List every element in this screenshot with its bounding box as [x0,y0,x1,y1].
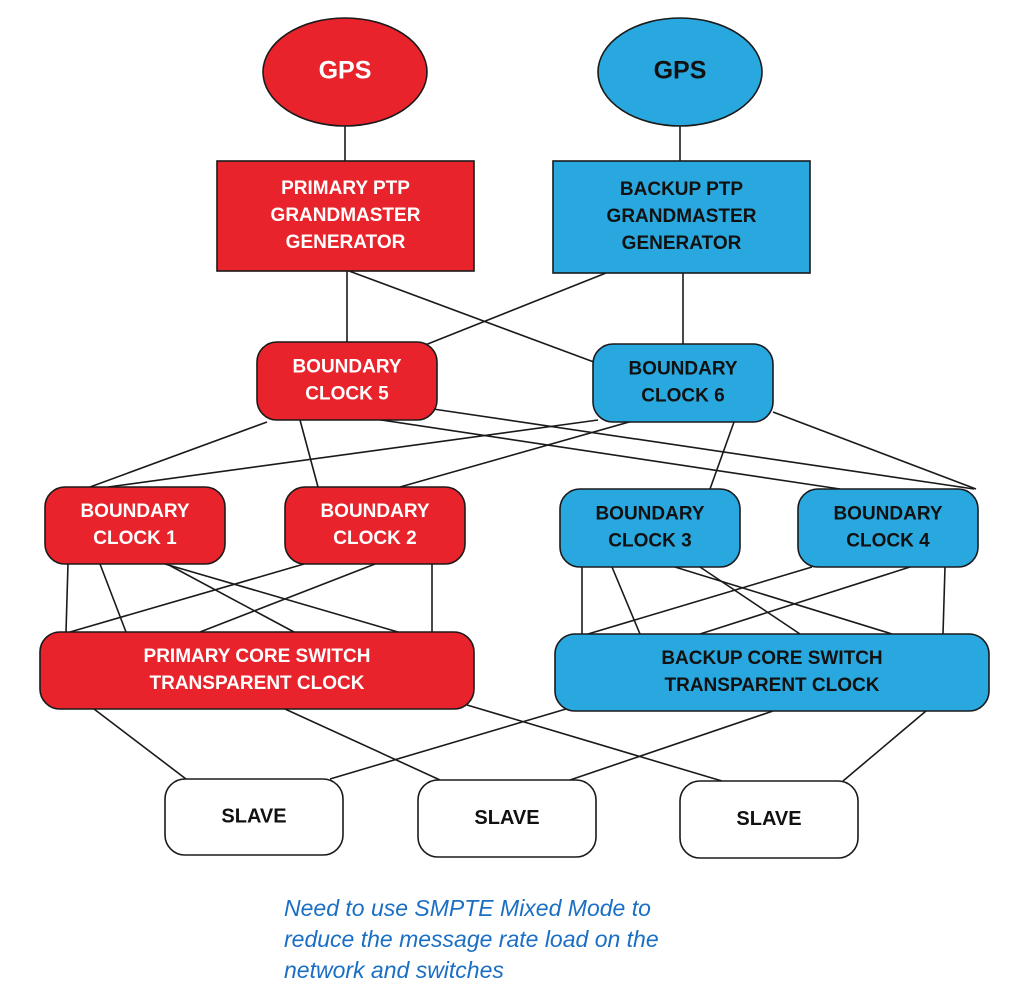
boundary-clock-2: BOUNDARY CLOCK 2 [284,486,466,565]
connection-line [299,419,319,488]
primary-ptp-grandmaster: PRIMARY PTP GRANDMASTER GENERATOR [216,160,475,272]
connection-line [89,421,268,488]
backup-core-switch: BACKUP CORE SWITCH TRANSPARENT CLOCK [554,633,990,712]
connection-line [674,566,893,635]
boundary-clock-4: BOUNDARY CLOCK 4 [797,488,979,568]
connection-line [348,270,611,369]
slave-1: SLAVE [164,778,344,856]
primary-ptp-grandmaster-label: GENERATOR [286,232,406,253]
connection-line [69,563,305,633]
boundary-clock-6-shape [592,343,774,423]
connection-line [164,563,399,633]
boundary-clock-3: BOUNDARY CLOCK 3 [559,488,741,568]
connection-line [942,566,946,635]
connections [65,126,977,782]
boundary-clock-1: BOUNDARY CLOCK 1 [44,486,226,565]
boundary-clock-2-label: BOUNDARY [320,501,429,522]
primary-core-switch-label: PRIMARY CORE SWITCH [144,646,371,667]
connection-line [772,411,977,490]
connection-line [399,272,607,356]
connection-line [329,708,567,780]
connection-line [65,563,69,633]
connection-line [569,710,774,781]
gps-backup: GPS [597,17,763,127]
connection-line [367,417,841,490]
connection-line [284,708,441,781]
boundary-clock-2-label: CLOCK 2 [333,528,416,549]
caption-line-3: network and switches [284,957,504,983]
backup-ptp-grandmaster-shape [552,160,811,274]
boundary-clock-1-label: CLOCK 1 [93,528,177,549]
boundary-clock-5-label: CLOCK 5 [305,384,389,405]
boundary-clock-6-label: CLOCK 6 [641,386,724,407]
backup-ptp-grandmaster-label: BACKUP PTP [620,179,743,200]
connection-line [611,566,641,635]
connection-line [93,708,187,780]
boundary-clock-3-shape [559,488,741,568]
slave-2-label: SLAVE [474,807,539,829]
gps-primary: GPS [262,17,428,127]
primary-ptp-grandmaster-label: GRANDMASTER [271,205,421,226]
primary-core-switch: PRIMARY CORE SWITCH TRANSPARENT CLOCK [39,631,475,710]
caption-line-1: Need to use SMPTE Mixed Mode to [284,895,651,921]
boundary-clock-5-label: BOUNDARY [292,357,401,378]
gps-backup-shape [597,17,763,127]
backup-ptp-grandmaster-label: GRANDMASTER [607,206,757,227]
boundary-clock-3-label: CLOCK 3 [608,531,691,552]
slave-3-label: SLAVE [736,808,801,830]
slave-1-label: SLAVE [221,805,286,827]
backup-core-switch-label: TRANSPARENT CLOCK [665,675,880,696]
gps-backup-label: GPS [654,57,707,85]
connection-line [199,563,376,633]
slave-2-shape [417,779,597,858]
boundary-clock-3-label: BOUNDARY [595,504,704,525]
boundary-clock-5-shape [256,341,438,421]
boundary-clock-1-shape [44,486,226,565]
connection-line [399,419,637,488]
connection-line [699,566,801,635]
primary-core-switch-shape [39,631,475,710]
boundary-clock-1-label: BOUNDARY [80,501,189,522]
connection-line [587,566,813,635]
boundary-clock-2-shape [284,486,466,565]
connection-line [466,704,723,782]
backup-ptp-grandmaster-label: GENERATOR [622,233,742,254]
primary-ptp-grandmaster-shape [216,160,475,272]
boundary-clock-4-label: CLOCK 4 [846,531,930,552]
slave-2: SLAVE [417,779,597,858]
gps-primary-label: GPS [319,57,372,85]
connection-line [842,710,927,782]
boundary-clock-4-label: BOUNDARY [833,504,942,525]
gps-primary-shape [262,17,428,127]
slave-3-shape [679,780,859,859]
boundary-clock-4-shape [797,488,979,568]
slave-1-shape [164,778,344,856]
primary-core-switch-label: TRANSPARENT CLOCK [150,673,365,694]
connection-line [432,408,975,490]
connection-line [107,419,599,488]
boundary-clock-6: BOUNDARY CLOCK 6 [592,343,774,423]
backup-core-switch-label: BACKUP CORE SWITCH [661,648,882,669]
slave-3: SLAVE [679,780,859,859]
primary-ptp-grandmaster-label: PRIMARY PTP [281,178,410,199]
connection-line [709,421,735,490]
caption: Need to use SMPTE Mixed Mode to reduce t… [284,893,804,986]
boundary-clock-5: BOUNDARY CLOCK 5 [256,341,438,421]
boundary-clock-6-label: BOUNDARY [628,359,737,380]
backup-core-switch-shape [554,633,990,712]
connection-line [699,566,911,635]
connection-line [166,563,295,633]
backup-ptp-grandmaster: BACKUP PTP GRANDMASTER GENERATOR [552,160,811,274]
caption-line-2: reduce the message rate load on the [284,926,659,952]
connection-line [99,563,127,633]
